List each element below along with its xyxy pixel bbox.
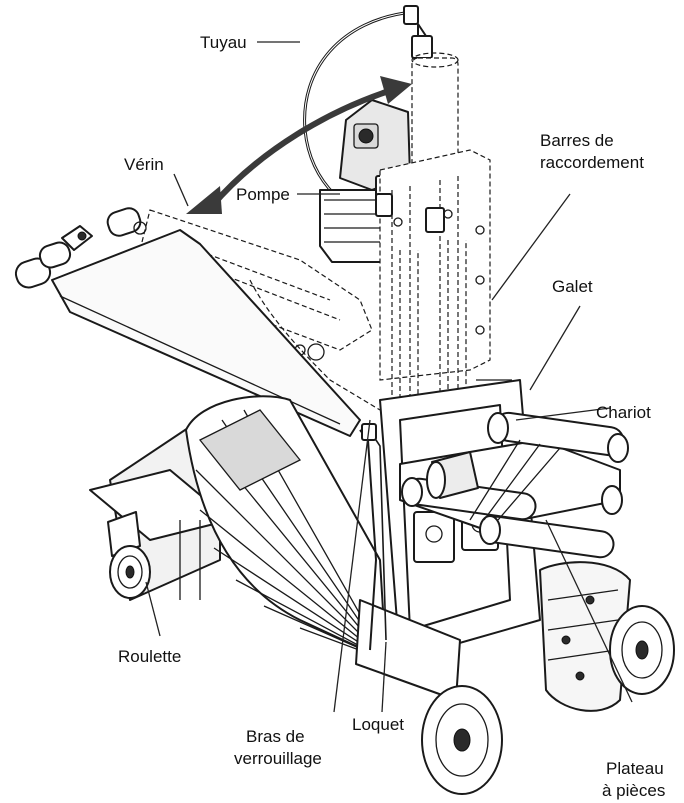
- label-barres-line1: Barres de: [540, 131, 614, 150]
- labels: Tuyau Vérin Pompe Barres de raccordement…: [118, 33, 665, 800]
- arm-solid: [14, 207, 361, 437]
- rotation-arrow: [186, 76, 412, 214]
- label-plateau-line2: à pièces: [602, 781, 665, 800]
- label-tuyau: Tuyau: [200, 33, 247, 52]
- hose: [303, 5, 433, 197]
- label-plateau-line1: Plateau: [606, 759, 664, 778]
- label-pompe: Pompe: [236, 185, 290, 204]
- label-chariot: Chariot: [596, 403, 651, 422]
- roller-galet: [426, 451, 479, 499]
- label-bras-line2: verrouillage: [234, 749, 322, 768]
- locking-arm: [359, 423, 387, 651]
- caster-roulette: [107, 511, 151, 599]
- leader-lines: [145, 41, 633, 713]
- wheel-front-right: [609, 605, 675, 695]
- label-verin: Vérin: [124, 155, 164, 174]
- wheel-front-left: [421, 685, 503, 795]
- label-loquet: Loquet: [352, 715, 404, 734]
- label-barres-line2: raccordement: [540, 153, 644, 172]
- label-galet: Galet: [552, 277, 593, 296]
- label-bras-line1: Bras de: [246, 727, 305, 746]
- label-roulette: Roulette: [118, 647, 181, 666]
